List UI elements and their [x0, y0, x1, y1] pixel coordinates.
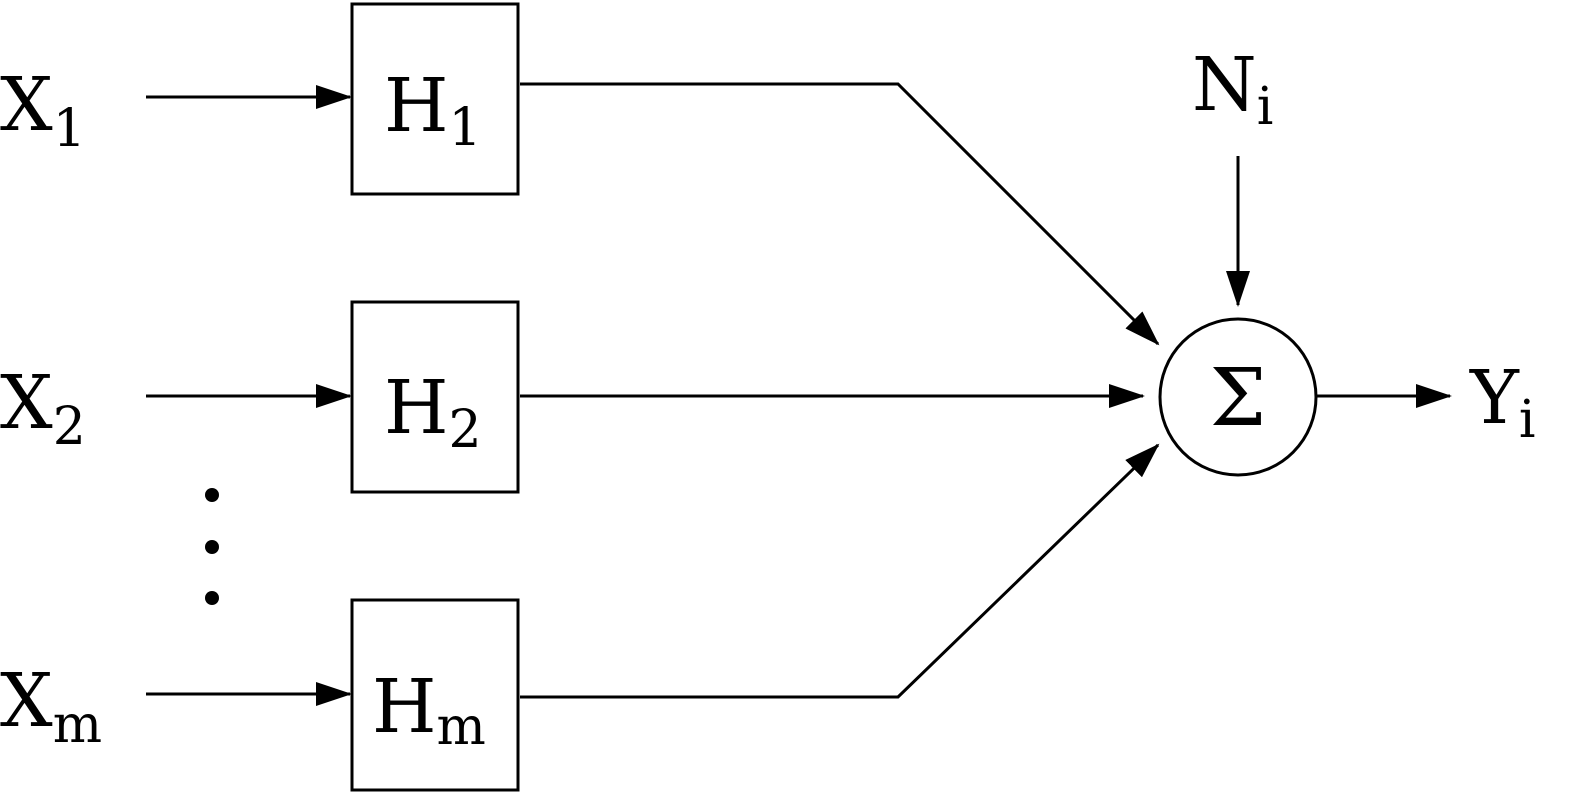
- block-hm: [350, 598, 520, 792]
- block-label-h1: H1: [384, 63, 482, 158]
- input-label-x1: X1: [0, 62, 86, 159]
- path-h1-to-sum: [520, 82, 1160, 346]
- sigma-symbol: Σ: [1210, 351, 1267, 444]
- block-label-hm: Hm: [372, 664, 486, 757]
- block-h2: [350, 300, 520, 494]
- ellipsis-dots: [205, 488, 219, 605]
- input-label-x2: X2: [0, 360, 86, 457]
- input-label-xm: Xm: [0, 658, 102, 755]
- block-h1: [350, 2, 520, 196]
- summing-junction: [1158, 317, 1318, 477]
- path-hm-to-sum: [520, 443, 1160, 699]
- block-label-h2: H2: [384, 365, 482, 460]
- output-label: Yi: [1469, 355, 1536, 450]
- noise-label: Ni: [1192, 42, 1273, 137]
